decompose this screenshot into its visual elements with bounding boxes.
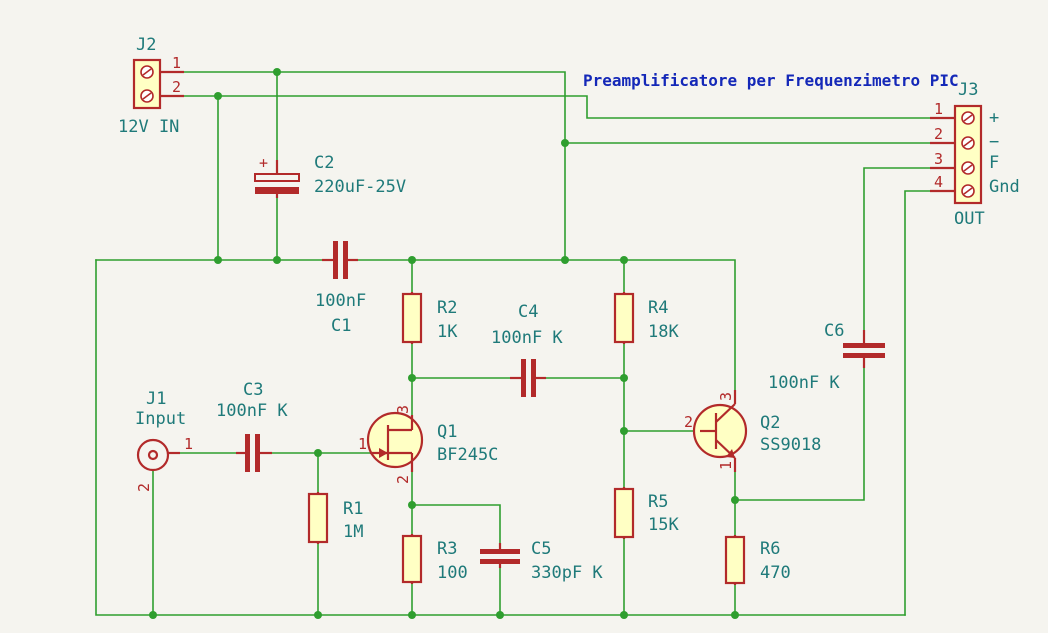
- j3-pin-2: 2: [934, 125, 943, 143]
- j3-value: OUT: [954, 209, 985, 229]
- j2-value: 12V IN: [118, 117, 179, 137]
- q2-pin-1: 1: [717, 461, 735, 470]
- junction-dot: [214, 92, 222, 100]
- junction-dot: [561, 139, 569, 147]
- c4-ref: C4: [518, 302, 538, 322]
- q1-pin-3: 3: [394, 405, 412, 414]
- junction-dot: [314, 611, 322, 619]
- j1-pin-1: 1: [184, 435, 193, 453]
- c5-ref: C5: [531, 539, 551, 559]
- transistor-q1[interactable]: 1 2 3 Q1 BF245C: [358, 405, 498, 484]
- r6-value: 470: [760, 563, 791, 583]
- c4-value: 100nF K: [491, 328, 563, 348]
- connector-j1[interactable]: J1 Input 1 2: [135, 389, 193, 492]
- junction-dot: [620, 374, 628, 382]
- resistor-r3[interactable]: R3 100: [401, 534, 468, 584]
- q1-pin-2: 2: [394, 475, 412, 484]
- j3-label-f: F: [989, 153, 999, 173]
- junctions: [149, 68, 739, 619]
- c6-value: 100nF K: [768, 373, 840, 393]
- q2-pin-3: 3: [717, 392, 735, 401]
- c1-value: 100nF: [315, 291, 366, 311]
- j3-pin-4: 4: [934, 173, 943, 191]
- junction-dot: [731, 611, 739, 619]
- connector-j2[interactable]: J2 12V IN 1 2: [118, 35, 184, 137]
- r6-ref: R6: [760, 539, 780, 559]
- j3-label-plus: +: [989, 108, 999, 128]
- r1-value: 1M: [343, 522, 363, 542]
- j3-label-minus: −: [989, 132, 999, 152]
- screw-terminal-icon: [140, 65, 154, 103]
- r3-value: 100: [437, 563, 468, 583]
- c1-ref: C1: [331, 316, 351, 336]
- r2-value: 1K: [437, 322, 458, 342]
- r5-ref: R5: [648, 492, 668, 512]
- junction-dot: [561, 256, 569, 264]
- r3-ref: R3: [437, 539, 457, 559]
- resistor-r1[interactable]: R1 1M: [307, 492, 363, 544]
- junction-dot: [314, 449, 322, 457]
- c2-polarity: +: [259, 154, 268, 172]
- j3-pin-3: 3: [934, 150, 943, 168]
- capacitor-c3[interactable]: C3 100nF K: [216, 380, 288, 472]
- junction-dot: [620, 611, 628, 619]
- r4-ref: R4: [648, 298, 668, 318]
- junction-dot: [620, 427, 628, 435]
- c2-value: 220uF-25V: [314, 177, 406, 197]
- q2-ref: Q2: [760, 413, 780, 433]
- junction-dot: [214, 256, 222, 264]
- j3-ref: J3: [958, 80, 978, 100]
- junction-dot: [273, 68, 281, 76]
- c5-value: 330pF K: [531, 563, 603, 583]
- c2-ref: C2: [314, 153, 334, 173]
- q1-pin-1: 1: [358, 435, 367, 453]
- junction-dot: [273, 256, 281, 264]
- c6-ref: C6: [824, 321, 844, 341]
- j3-pin-1: 1: [934, 100, 943, 118]
- j1-pin-2: 2: [135, 483, 153, 492]
- resistor-r5[interactable]: R5 15K: [613, 487, 679, 539]
- capacitor-c4[interactable]: C4 100nF K: [491, 302, 563, 397]
- r1-ref: R1: [343, 499, 363, 519]
- connector-j3[interactable]: J3 OUT 1 2 3 4 + − F Gnd: [930, 80, 1020, 229]
- j2-pin-1: 1: [172, 54, 181, 72]
- junction-dot: [496, 611, 504, 619]
- resistor-r4[interactable]: R4 18K: [613, 292, 679, 344]
- transistor-q2[interactable]: 2 3 1 Q2 SS9018: [684, 390, 821, 472]
- junction-dot: [620, 256, 628, 264]
- r2-ref: R2: [437, 298, 457, 318]
- j1-ref: J1: [146, 389, 166, 409]
- q1-ref: Q1: [437, 422, 457, 442]
- capacitor-c1[interactable]: 100nF C1: [315, 241, 366, 336]
- q2-value: SS9018: [760, 435, 821, 455]
- wires: [95, 71, 956, 616]
- resistor-r2[interactable]: R2 1K: [401, 292, 458, 344]
- capacitor-c2[interactable]: + C2 220uF-25V: [254, 153, 406, 198]
- j2-pin-2: 2: [172, 78, 181, 96]
- capacitor-c5[interactable]: C5 330pF K: [480, 539, 603, 583]
- r5-value: 15K: [648, 515, 679, 535]
- junction-dot: [408, 256, 416, 264]
- r4-value: 18K: [648, 322, 679, 342]
- junction-dot: [408, 611, 416, 619]
- junction-dot: [149, 611, 157, 619]
- junction-dot: [408, 374, 416, 382]
- schematic-title: Preamplificatore per Frequenzimetro PIC: [583, 71, 959, 90]
- junction-dot: [408, 501, 416, 509]
- screw-terminal-icon: [961, 111, 975, 198]
- junction-dot: [731, 496, 739, 504]
- c3-ref: C3: [243, 380, 263, 400]
- capacitor-c6[interactable]: C6 100nF K: [768, 321, 885, 393]
- q1-value: BF245C: [437, 445, 498, 465]
- resistor-r6[interactable]: R6 470: [724, 535, 791, 585]
- q2-pin-2: 2: [684, 413, 693, 431]
- j2-ref: J2: [136, 35, 156, 55]
- j3-label-gnd: Gnd: [989, 177, 1020, 197]
- c3-value: 100nF K: [216, 401, 288, 421]
- j1-value: Input: [135, 409, 186, 429]
